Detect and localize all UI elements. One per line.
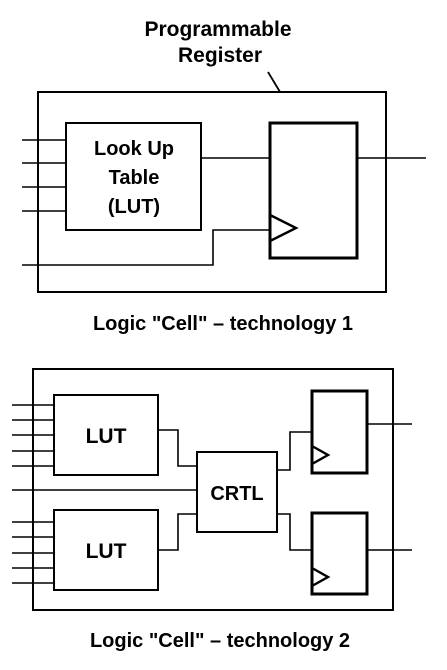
callout-label-line2: Register [178, 44, 262, 67]
tech2-bottom-lut-to-ctrl-wire [158, 513, 197, 551]
tech1-register-clock-triangle [269, 213, 299, 243]
tech2-top-lut-to-ctrl-wire [158, 429, 197, 467]
tech1-lut-input-wires [22, 139, 66, 212]
tech2-bottom-lut-input-wires [12, 521, 54, 584]
callout-label-line1: Programmable [144, 18, 291, 41]
tech2-ctrl-to-top-register-wire [277, 431, 312, 471]
tech2-bottom-register-clock-triangle [311, 566, 331, 588]
tech2-caption: Logic "Cell" – technology 2 [90, 630, 350, 652]
tech1-caption: Logic "Cell" – technology 1 [93, 313, 353, 335]
tech2-bottom-lut-box [53, 509, 159, 591]
tech1-lut-label-line2: Table [109, 167, 160, 189]
tech1-lut-label-line3: (LUT) [108, 196, 160, 218]
tech1-lut-label-line1: Look Up [94, 138, 174, 160]
tech1-register-box [268, 121, 359, 260]
tech1-lut-box [65, 122, 202, 231]
tech2-ctrl-box [196, 451, 278, 533]
tech2-ctrl-to-bottom-register-wire [277, 513, 312, 551]
tech2-top-register-clock-triangle [311, 444, 331, 466]
tech2-top-lut-input-wires [12, 404, 54, 467]
tech2-top-lut-box [53, 394, 159, 476]
tech2-ctrl-label: CRTL [210, 483, 263, 505]
tech2-bottom-lut-label: LUT [86, 540, 127, 563]
tech1-clock-wire [22, 229, 270, 266]
tech2-top-lut-label: LUT [86, 425, 127, 448]
